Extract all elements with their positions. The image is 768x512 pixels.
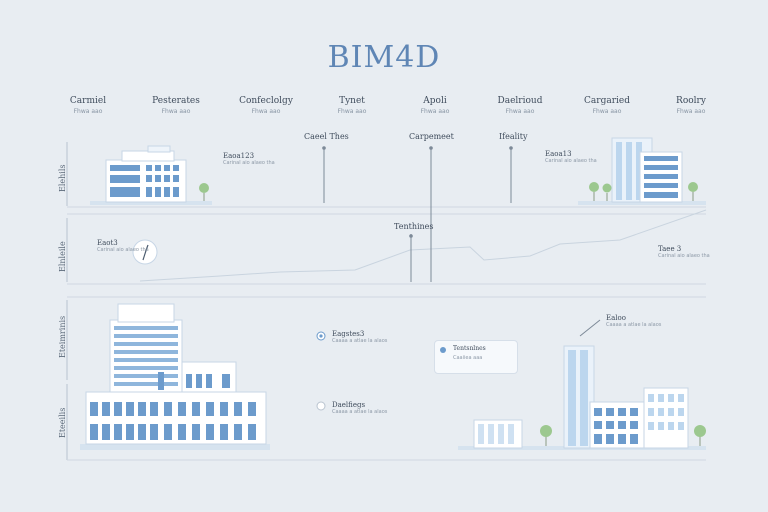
annotation-title: Ealoo (606, 314, 626, 322)
phase-header: Apoli Fhwa aao (390, 96, 480, 115)
annotation-text: Caaaa a atlae la alaos (332, 338, 388, 344)
annotation-title: Taee 3 (658, 245, 682, 253)
phase-header: Pesterates Fhwa aao (131, 96, 221, 115)
bullet-icon (316, 401, 326, 411)
marker-dot (509, 146, 513, 150)
marker-dot (429, 146, 433, 150)
info-card-text: Caaiiea aaa (453, 355, 483, 361)
info-icon (440, 347, 446, 353)
annotation-text: Caaaa a atlae la alaos (606, 322, 662, 328)
phase-header: Roolry Fhwa aao (646, 96, 736, 115)
phase-sub: Fhwa aao (592, 108, 622, 115)
marker-label: Tenthines (394, 222, 434, 231)
phase-label: Daelrioud (497, 96, 543, 106)
phase-sub: Fhwa aao (337, 108, 367, 115)
info-card: Tentsnlnes Caaiiea aaa (434, 340, 518, 374)
phase-sub: Fhwa aao (251, 108, 281, 115)
phase-header: Cargaried Fhwa aao (562, 96, 652, 115)
phase-header: Daelrioud Fhwa aao (475, 96, 565, 115)
phase-label: Tynet (339, 96, 365, 106)
marker-label: Ifeality (499, 132, 528, 141)
row-label: Elnleile (58, 241, 67, 272)
bullet-icon (319, 334, 323, 338)
phase-sub: Fhwa aao (73, 108, 103, 115)
annotation: Eaoa123 Carinal aio alaeo tha (223, 152, 275, 167)
phase-sub: Fhwa aao (676, 108, 706, 115)
phase-label: Carmiel (69, 96, 107, 106)
phase-label: Confeclolgy (239, 96, 293, 106)
building-icon (80, 303, 270, 450)
marker-dot (409, 234, 413, 238)
phase-header: Tynet Fhwa aao (307, 96, 397, 115)
phase-label: Roolry (676, 96, 706, 106)
marker-label: Caeel Thes (304, 132, 349, 141)
annotation-title: Eaot3 (97, 239, 118, 247)
phase-label: Pesterates (152, 96, 200, 106)
phase-header: Confeclolgy Fhwa aao (221, 96, 311, 115)
annotation-text: Caaaa a atlae la alaos (332, 409, 388, 415)
progress-curve (139, 209, 707, 282)
phase-label: Cargaried (584, 96, 630, 106)
phase-header: Carmiel Fhwa aao (43, 96, 133, 115)
annotation-title: Eaoa123 (223, 152, 255, 160)
building-icon (90, 145, 212, 205)
progress-icon (132, 239, 158, 265)
annotation: Eaot3 Carinal aio alaeo tha (97, 239, 149, 254)
row-label: Elehils (58, 164, 67, 192)
annotation: Ealoo Caaaa a atlae la alaos (606, 314, 661, 329)
phase-sub: Fhwa aao (161, 108, 191, 115)
phase-label: Apoli (423, 96, 447, 106)
phase-sub: Fhwa aao (420, 108, 450, 115)
building-icon (578, 137, 706, 205)
building-icon (458, 319, 706, 450)
annotation: Eaoa13 Carinal aio alaeo tha (545, 150, 597, 165)
annotation-text: Carinal aio alaeo tha (97, 247, 149, 253)
annotation-title: Eaoa13 (545, 150, 572, 158)
annotation-title: Daelfiegs (332, 401, 366, 409)
annotation: Daelfiegs Caaaa a atlae la alaos (332, 401, 387, 416)
annotation: Taee 3 Carinal aio alaeo tha (658, 245, 710, 260)
row-label: Eteeilis (58, 407, 67, 438)
annotation: Eagstes3 Caaaa a atlae la alaos (332, 330, 387, 345)
annotation-text: Carinal aio alaeo tha (658, 253, 710, 259)
annotation-title: Eagstes3 (332, 330, 365, 338)
page-title: BIM4D (327, 40, 441, 75)
info-card-title: Tentsnlnes (453, 345, 486, 352)
annotation-text: Carinal aio alaeo tha (545, 158, 597, 164)
row-label: Eteimrinis (58, 315, 67, 358)
annotation-text: Carinal aio alaeo tha (223, 160, 275, 166)
marker-label: Carpemeet (409, 132, 454, 141)
phase-sub: Fhwa aao (505, 108, 535, 115)
marker-dot (322, 146, 326, 150)
